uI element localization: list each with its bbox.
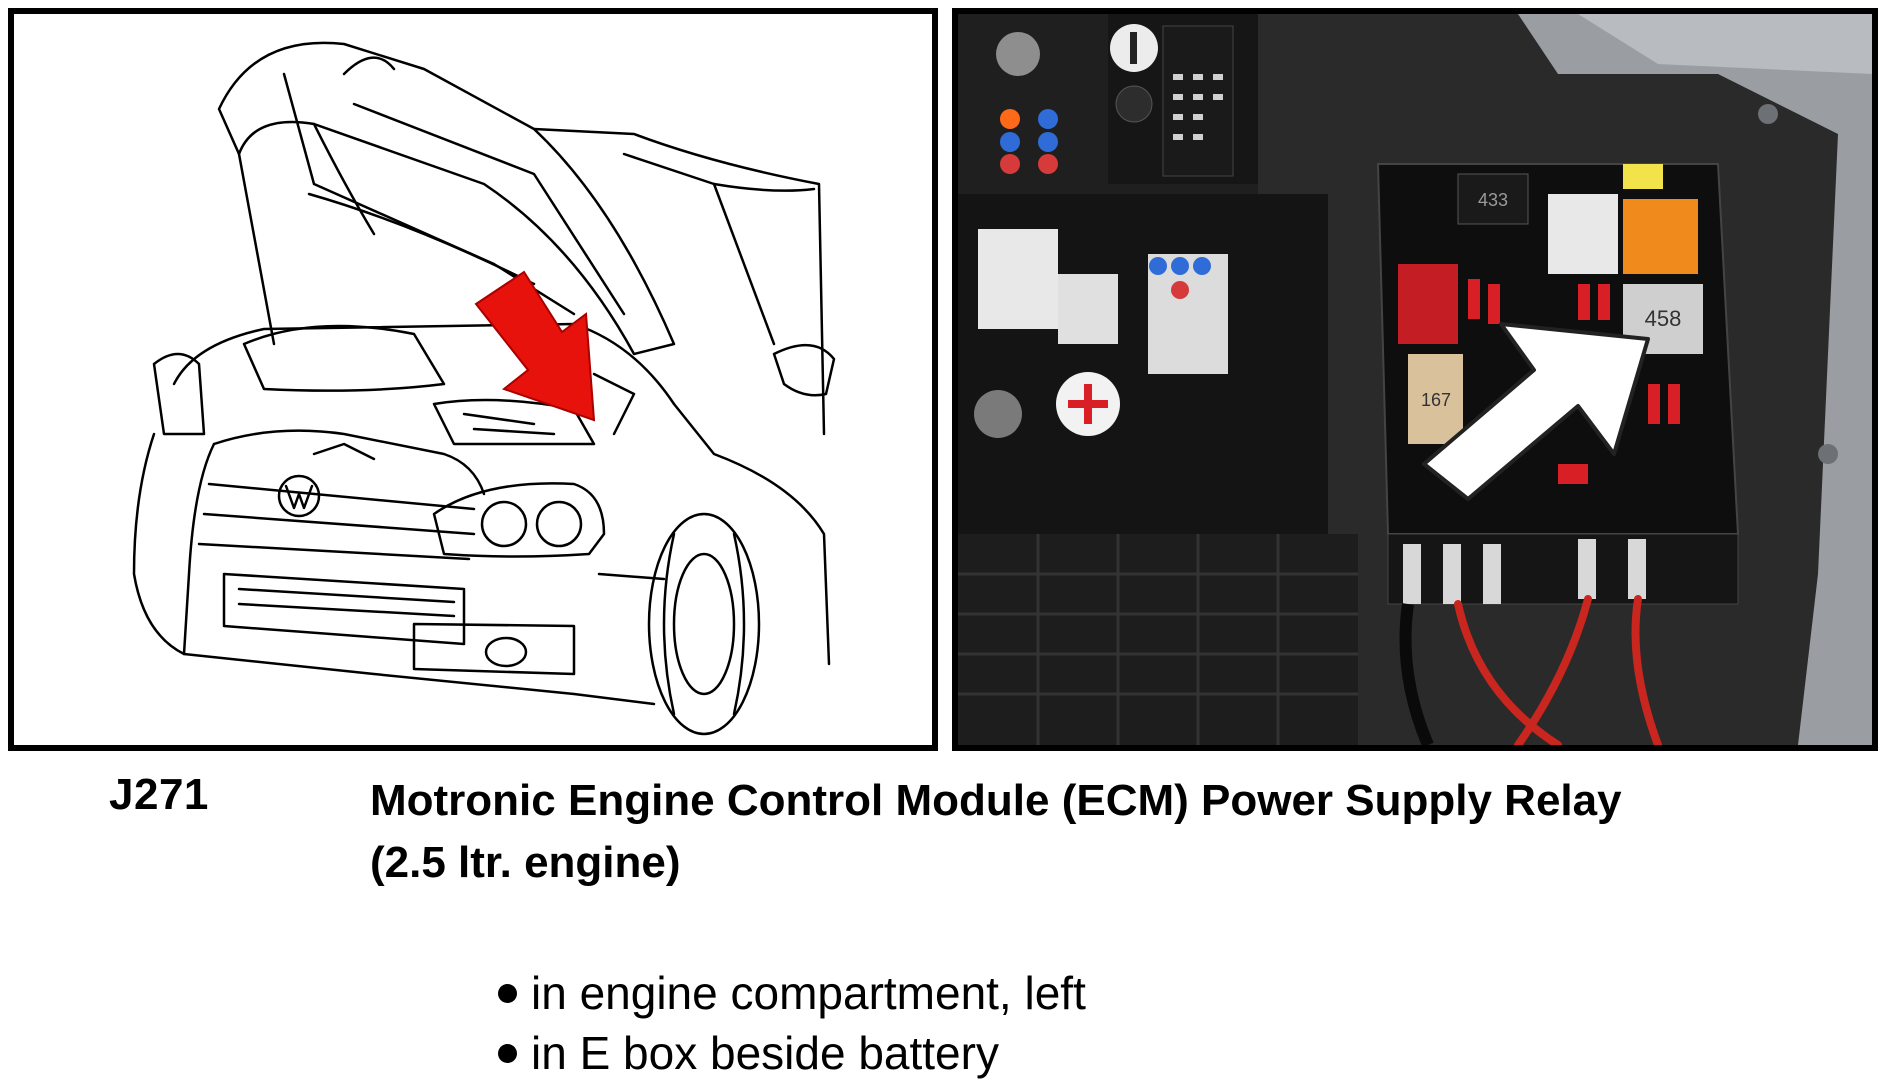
fuse-box-photo-panel: 433 458 167 [952, 8, 1878, 751]
white-arrow-icon [1422, 322, 1650, 501]
fuse-box-label-167: 167 [1421, 390, 1451, 410]
component-title: Motronic Engine Control Module (ECM) Pow… [370, 770, 1850, 894]
location-notes: in engine compartment, left in E box bes… [498, 963, 1086, 1083]
bullet-icon [498, 1043, 517, 1063]
car-illustration-panel [8, 8, 938, 751]
location-note-text: in engine compartment, left [531, 967, 1086, 1019]
component-title-line2: (2.5 ltr. engine) [370, 838, 681, 887]
component-code: J271 [109, 770, 209, 819]
fuse-box-label-433: 433 [1478, 190, 1508, 210]
list-item: in engine compartment, left [498, 963, 1086, 1023]
location-note-text: in E box beside battery [531, 1027, 999, 1079]
relay-label-458: 458 [1645, 306, 1682, 331]
red-arrow-icon [474, 270, 596, 422]
bullet-icon [498, 983, 517, 1003]
car-line-drawing [132, 41, 836, 736]
component-title-line1: Motronic Engine Control Module (ECM) Pow… [370, 776, 1622, 825]
engine-compartment-photo: 433 458 167 [958, 14, 1872, 745]
list-item: in E box beside battery [498, 1023, 1086, 1083]
